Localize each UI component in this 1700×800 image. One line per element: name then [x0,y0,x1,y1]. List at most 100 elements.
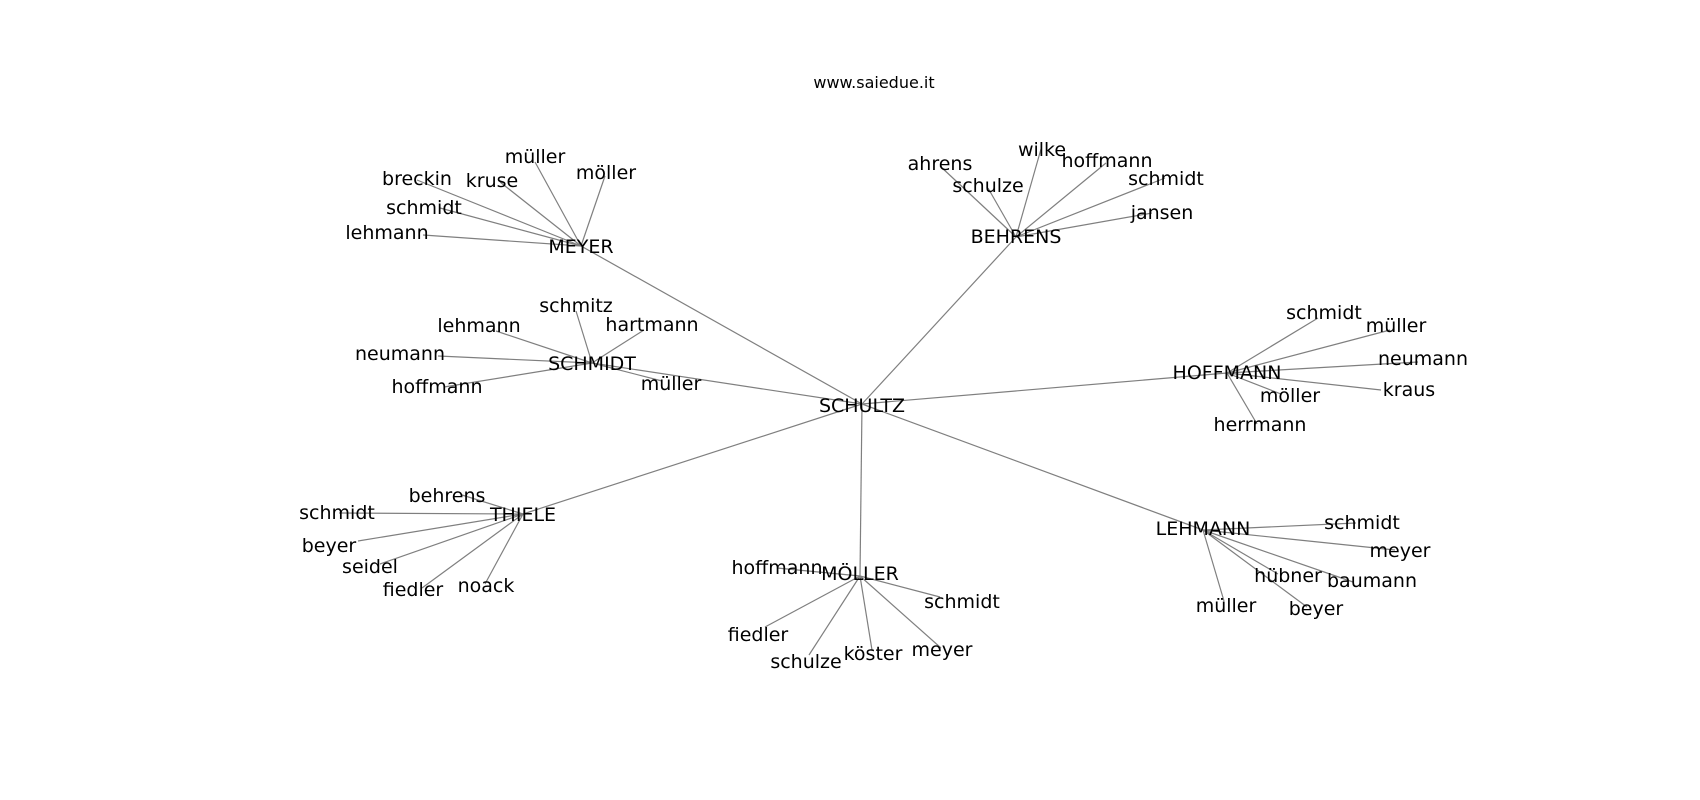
edge-meyer-leaf-1 [534,161,582,247]
edge-schmidt-leaf-2 [591,329,645,364]
leaf-node-label: kruse [466,170,518,192]
leaf-node-label: schmidt [1286,302,1362,324]
edge-lehmann-leaf-5 [1202,529,1308,608]
edge-thiele-leaf-5 [484,513,524,585]
leaf-node-label: beyer [1289,598,1344,620]
leaf-node-label: meyer [912,639,973,661]
leaf-node-label: möller [1260,385,1320,407]
edge-moeller-leaf-4 [859,575,873,651]
leaf-node-label: breckin [382,168,452,190]
edge-hoffmann-leaf-5 [1226,372,1258,425]
edge-schmidt-leaf-5 [591,362,663,382]
edge-hoffmann-leaf-1 [1226,329,1391,374]
leaf-node-label: lehmann [345,222,428,244]
leaf-node-label: müller [1366,315,1427,337]
edge-meyer-leaf-4 [439,207,582,247]
edge-behrens-leaf-5 [1015,212,1153,238]
edge-moeller-leaf-2 [764,575,861,628]
leaf-node-label: schmidt [1128,168,1204,190]
leaf-node-label: jansen [1130,202,1194,224]
leaf-node-label: schmidt [1324,512,1400,534]
edge-behrens-leaf-0 [939,165,1017,238]
hub-node-label-behrens: BEHRENS [971,226,1062,248]
edge-thiele-leaf-3 [379,513,524,565]
hub-node-label-lehmann: LEHMANN [1156,518,1251,540]
edge-schmidt-leaf-1 [495,330,593,364]
edge-thiele-leaf-0 [461,494,524,515]
edge-layer [338,148,1419,656]
edge-behrens-leaf-1 [1015,148,1042,238]
edge-meyer-leaf-5 [422,234,582,247]
hub-node-label-hoffmann: HOFFMANN [1173,362,1282,384]
leaf-node-label: fiedler [383,579,444,601]
leaf-node-label: möller [576,162,636,184]
edge-schmidt-leaf-3 [437,355,593,364]
edge-moeller-leaf-5 [859,575,942,649]
leaf-node-label: schulze [770,651,841,673]
diagram-title: www.saiedue.it [813,73,934,92]
leaf-node-label: schmidt [924,591,1000,613]
leaf-node-label: behrens [409,485,486,507]
leaf-node-label: schmidt [299,502,375,524]
leaf-node-label: kraus [1383,379,1435,401]
leaf-node-label: meyer [1370,540,1431,562]
edge-center-behrens [861,236,1017,405]
edge-lehmann-leaf-0 [1202,522,1357,531]
edge-center-hoffmann [861,372,1228,405]
edge-behrens-leaf-3 [987,187,1017,238]
edge-thiele-leaf-2 [357,513,524,542]
edge-hoffmann-leaf-4 [1226,372,1382,391]
leaf-node-label: fiedler [728,624,789,646]
edge-lehmann-leaf-4 [1202,529,1225,602]
edge-moeller-leaf-0 [776,567,861,577]
center-node-label: SCHULTZ [819,395,905,417]
edge-moeller-leaf-3 [808,575,861,656]
edge-center-moeller [859,403,863,577]
leaf-node-label: ahrens [908,153,973,175]
leaf-node-label: müller [641,373,702,395]
edge-thiele-leaf-1 [338,512,524,515]
leaf-node-label: neumann [1378,348,1468,370]
leaf-node-label: beyer [302,535,357,557]
leaf-node-label: neumann [355,343,445,365]
edge-center-schmidt [591,362,863,405]
leaf-node-label: lehmann [437,315,520,337]
edge-meyer-leaf-3 [580,175,606,247]
edge-lehmann-leaf-2 [1202,529,1279,575]
edge-center-lehmann [861,403,1204,531]
edge-lehmann-leaf-1 [1202,529,1396,551]
edge-center-meyer [580,245,863,405]
leaf-node-label: baumann [1327,570,1417,592]
hub-node-label-schmidt: SCHMIDT [548,353,636,375]
leaf-node-label: hoffmann [732,557,823,579]
edge-meyer-leaf-0 [416,179,582,247]
leaf-node-label: hübner [1254,565,1322,587]
leaf-node-label: schmidt [386,197,462,219]
leaf-node-label: herrmann [1214,414,1307,436]
edge-schmidt-leaf-0 [575,310,593,364]
hub-node-label-moeller: MÖLLER [821,562,899,585]
hub-node-label-meyer: MEYER [548,236,613,258]
leaf-node-label: müller [1196,595,1257,617]
leaf-node-label: seidel [342,556,398,578]
leaf-node-label: hartmann [605,314,698,336]
edge-center-thiele [522,403,863,515]
leaf-node-label: noack [458,575,515,597]
edge-behrens-leaf-2 [1015,162,1107,238]
edge-moeller-leaf-1 [859,575,941,598]
edge-hoffmann-leaf-2 [1226,361,1419,374]
leaf-node-label: müller [505,146,566,168]
hub-node-label-thiele: THIELE [489,504,556,526]
leaf-node-label: hoffmann [1062,150,1153,172]
edge-schmidt-leaf-4 [443,362,593,388]
edge-hoffmann-leaf-3 [1226,372,1282,395]
leaf-node-label: wilke [1018,139,1066,161]
edge-behrens-leaf-4 [1015,177,1166,238]
edge-thiele-leaf-4 [421,513,524,589]
leaf-node-label: schmitz [539,295,613,317]
edge-lehmann-leaf-3 [1202,529,1354,583]
edge-meyer-leaf-2 [499,181,582,247]
leaf-node-label: schulze [952,175,1023,197]
